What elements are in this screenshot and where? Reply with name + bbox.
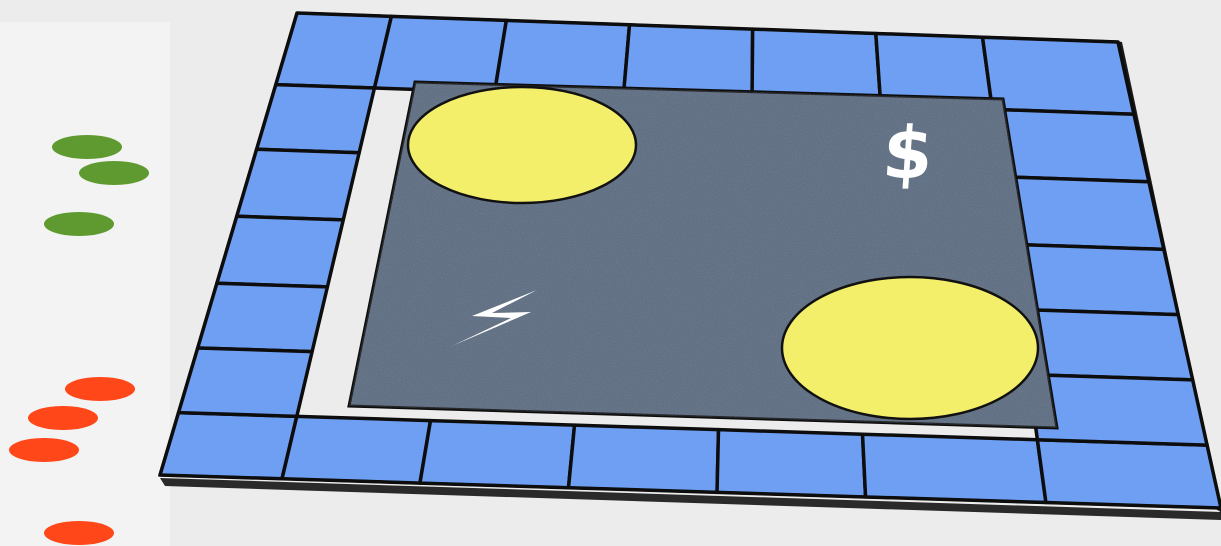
red-game-piece[interactable] (65, 377, 135, 401)
dollar-icon: $ (880, 111, 936, 195)
board-tile[interactable] (983, 37, 1134, 114)
board-tile[interactable] (374, 16, 506, 92)
green-game-piece[interactable] (79, 161, 149, 185)
yellow-circle-space[interactable] (408, 87, 636, 203)
red-game-piece[interactable] (9, 438, 79, 462)
yellow-circle-space[interactable] (782, 277, 1038, 419)
board-tile[interactable] (863, 434, 1046, 502)
pieces (9, 135, 149, 545)
green-game-piece[interactable] (52, 135, 122, 159)
red-game-piece[interactable] (28, 406, 98, 430)
board-tile[interactable] (237, 149, 359, 220)
board-tile[interactable] (178, 348, 312, 416)
board-tile[interactable] (1037, 440, 1221, 508)
board-tile[interactable] (717, 430, 866, 497)
green-game-piece[interactable] (44, 212, 114, 236)
board-tile[interactable] (420, 421, 575, 488)
board-tile[interactable] (217, 216, 343, 287)
board-tile[interactable] (568, 425, 718, 492)
board-tile[interactable] (160, 413, 297, 479)
red-game-piece[interactable] (44, 521, 114, 545)
board-tile[interactable] (282, 416, 430, 483)
board-tile[interactable] (198, 283, 328, 351)
